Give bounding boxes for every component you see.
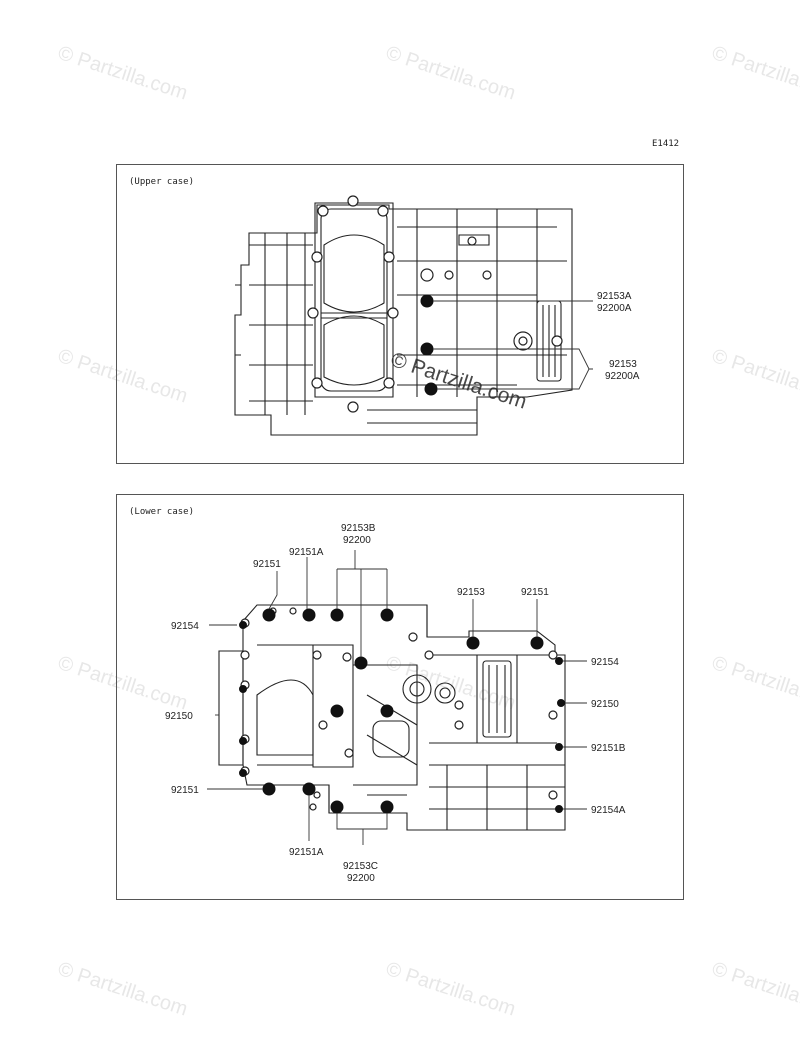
lower-label-92150-left: 92150: [165, 711, 193, 722]
lower-label-92151-left: 92151: [171, 785, 199, 796]
upper-label-92153A: 92153A: [597, 291, 632, 302]
upper-label-92200A: 92200A: [597, 303, 632, 314]
lower-label-92200-top: 92200: [343, 535, 371, 546]
lower-case-panel: (Lower case): [116, 494, 684, 900]
lower-label-92151-topright: 92151: [521, 587, 549, 598]
lower-label-92154-left: 92154: [171, 621, 199, 632]
lower-label-92154-right: 92154: [591, 657, 619, 668]
watermark: © Partzilla.com: [709, 345, 800, 408]
upper-case-title: (Upper case): [129, 177, 195, 187]
lower-label-92153-top: 92153: [457, 587, 485, 598]
upper-case-drawing: 92153A 92200A 92153 92200A: [234, 195, 640, 436]
watermark: © Partzilla.com: [55, 42, 191, 105]
upper-label-92153: 92153: [609, 359, 637, 370]
lower-label-92153C: 92153C: [343, 861, 378, 872]
diagram-code: E1412: [652, 139, 680, 149]
lower-case-drawing: 92153B 92200 92151A 92151 92154 92150 92…: [165, 523, 626, 884]
lower-case-title: (Lower case): [129, 507, 195, 517]
upper-label-92200A-2: 92200A: [605, 371, 640, 382]
lower-label-92153B: 92153B: [341, 523, 376, 534]
lower-label-92151A-bottom: 92151A: [289, 847, 324, 858]
upper-case-panel: (Upper case): [116, 164, 684, 464]
lower-label-92150-right: 92150: [591, 699, 619, 710]
watermark: © Partzilla.com: [709, 958, 800, 1021]
watermark: © Partzilla.com: [383, 42, 519, 105]
lower-label-92154A-right: 92154A: [591, 805, 626, 816]
lower-label-92151B-right: 92151B: [591, 743, 626, 754]
lower-label-92151-top: 92151: [253, 559, 281, 570]
lower-label-92151A-top: 92151A: [289, 547, 324, 558]
watermark: © Partzilla.com: [709, 652, 800, 715]
lower-label-92200-bottom: 92200: [347, 873, 375, 884]
watermark: © Partzilla.com: [383, 958, 519, 1021]
watermark: © Partzilla.com: [55, 958, 191, 1021]
watermark: © Partzilla.com: [709, 42, 800, 105]
